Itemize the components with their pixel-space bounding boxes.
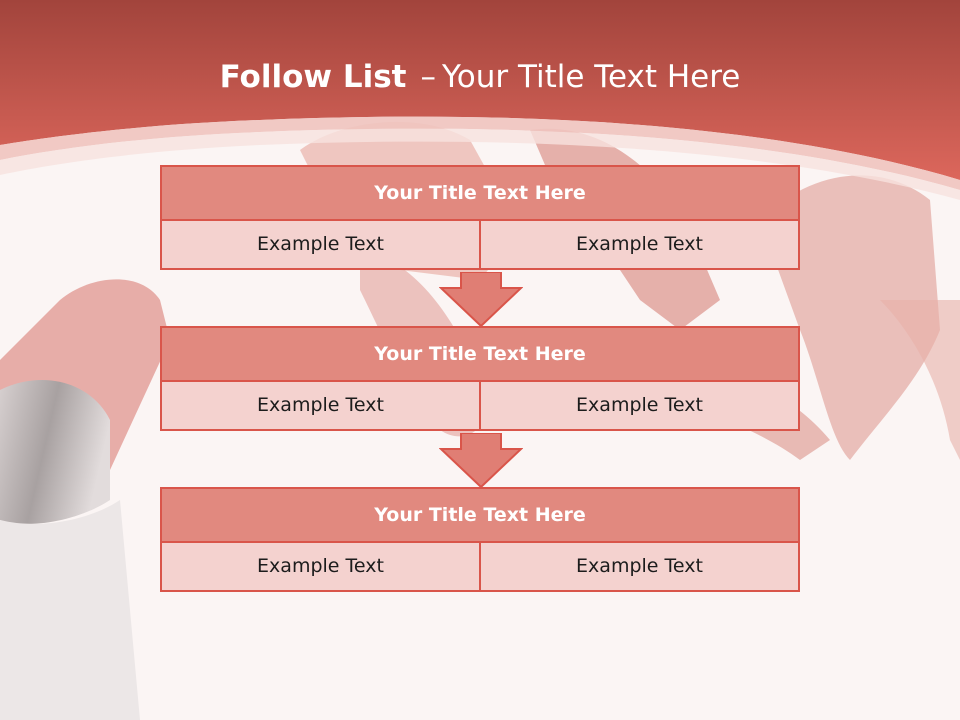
down-arrow-icon (439, 272, 523, 328)
step-header: Your Title Text Here (160, 165, 800, 221)
title-rest: Your Title Text Here (441, 59, 741, 95)
step-block-1: Your Title Text Here Example Text Exampl… (160, 165, 800, 270)
step-cell-left: Example Text (160, 382, 481, 431)
step-cell-left: Example Text (160, 543, 481, 592)
step-cell-right: Example Text (481, 543, 800, 592)
step-cell-right: Example Text (481, 221, 800, 270)
step-header: Your Title Text Here (160, 326, 800, 382)
step-cell-left: Example Text (160, 221, 481, 270)
down-arrow-icon (439, 433, 523, 489)
step-block-2: Your Title Text Here Example Text Exampl… (160, 326, 800, 431)
step-header: Your Title Text Here (160, 487, 800, 543)
title-bold: Follow List (219, 59, 407, 95)
step-cell-right: Example Text (481, 382, 800, 431)
title-dash: – (420, 59, 436, 95)
slide-title: Follow List–Your Title Text Here (0, 52, 960, 102)
step-block-3: Your Title Text Here Example Text Exampl… (160, 487, 800, 592)
